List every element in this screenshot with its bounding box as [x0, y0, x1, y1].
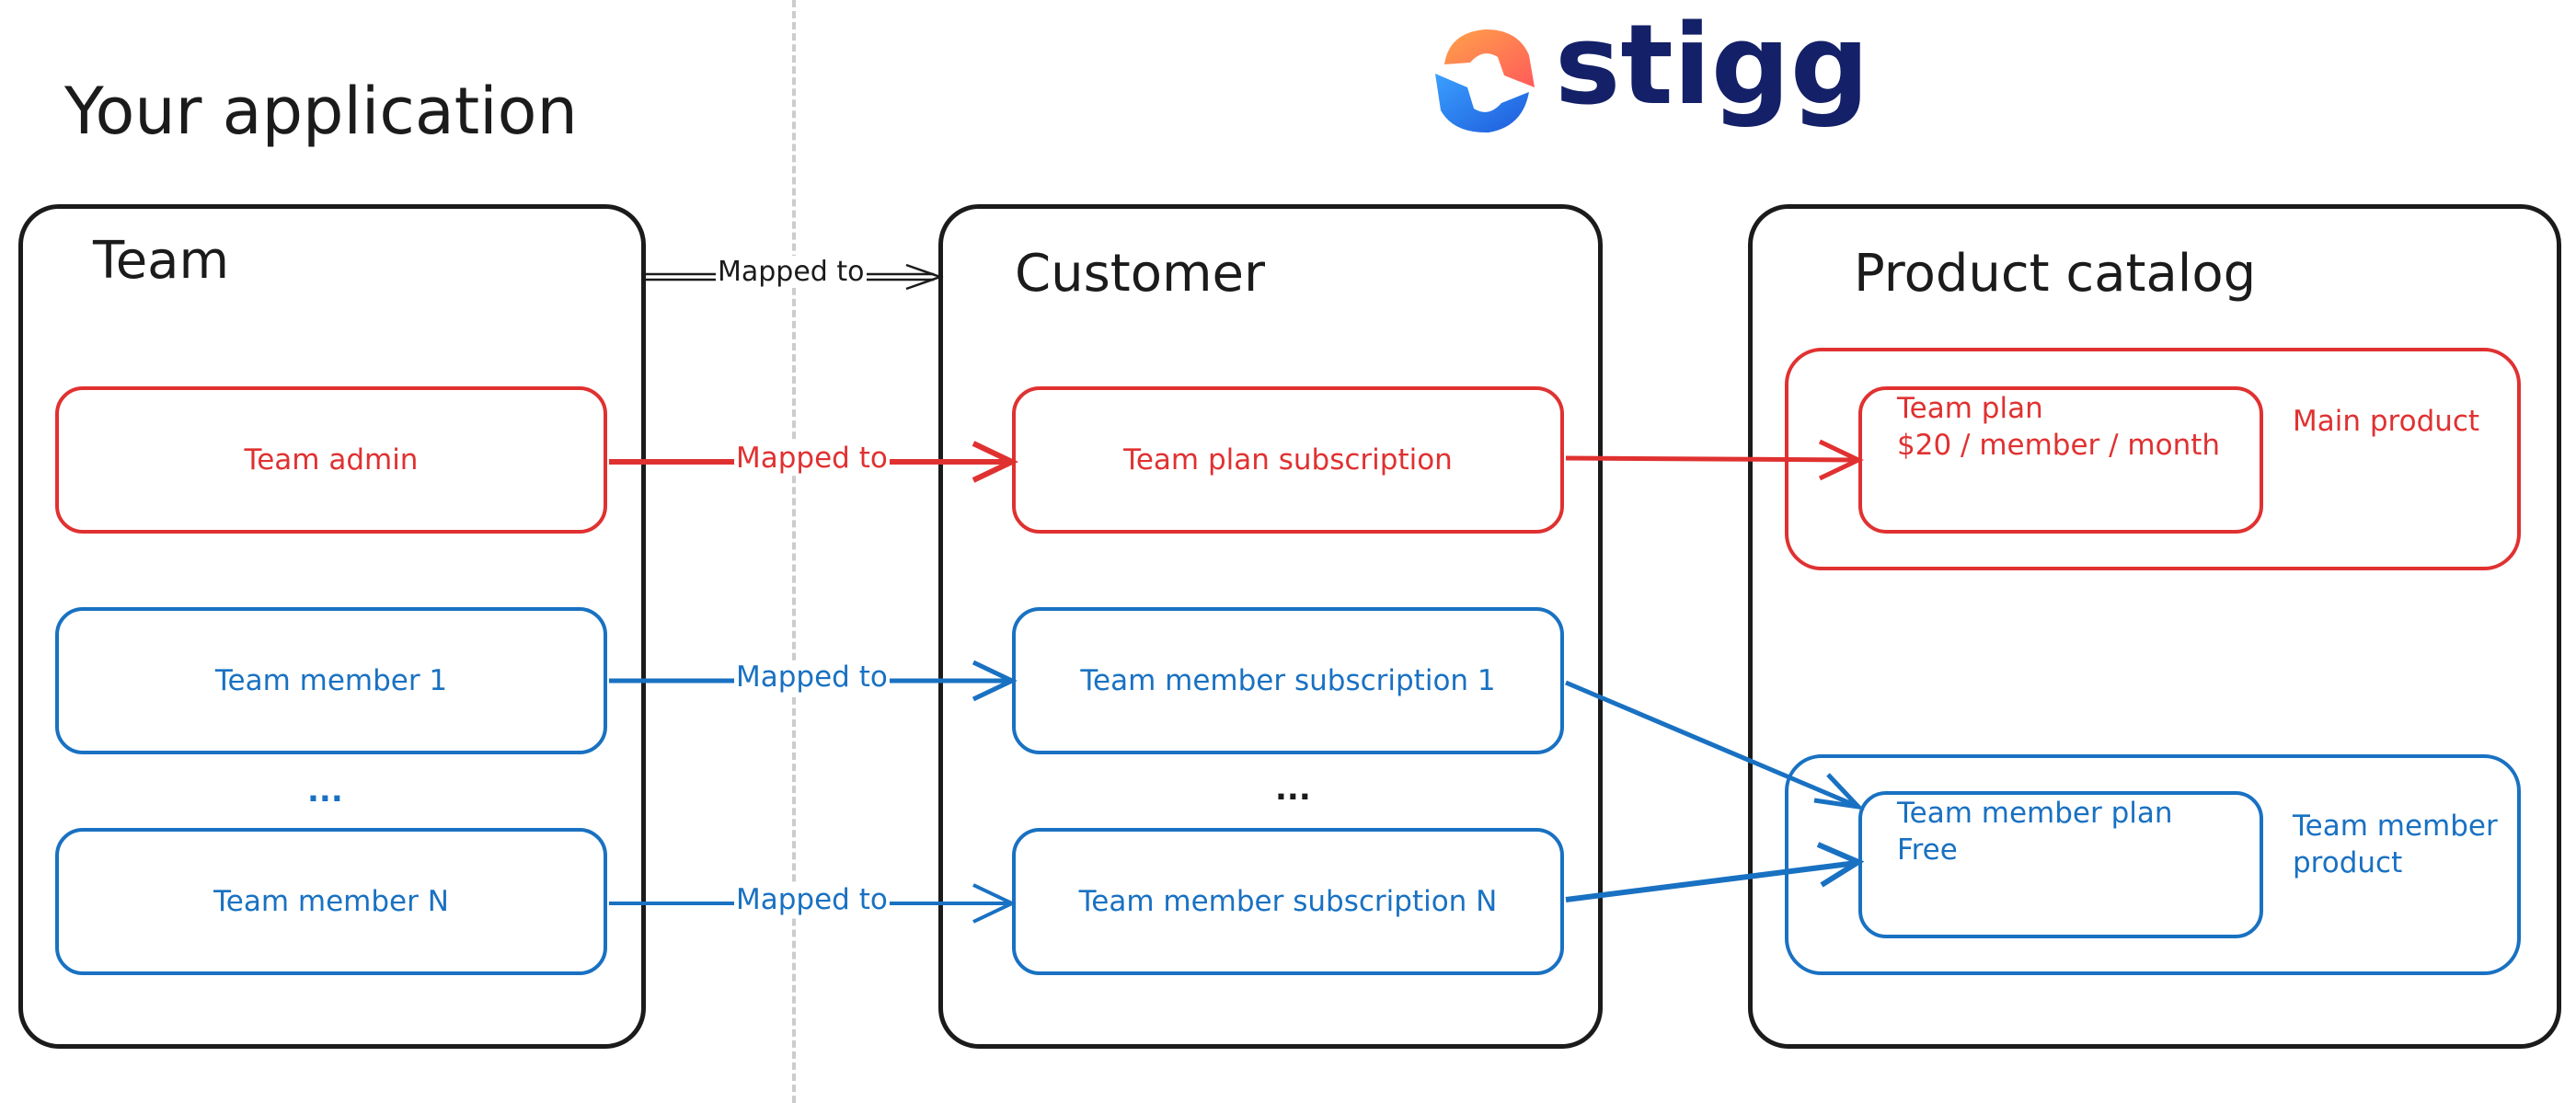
main-product-label: Main product [2293, 405, 2480, 438]
team-plan-name: Team plan [1897, 392, 2043, 425]
product-catalog-panel: Product catalog [1748, 204, 2561, 1049]
team-panel-title: Team [93, 231, 230, 291]
application-heading: Your application [64, 74, 578, 149]
team-plan-subscription-node: Team plan subscription [1012, 386, 1564, 534]
team-member-product-label-line2: product [2293, 846, 2403, 879]
team-admin-node: Team admin [55, 386, 607, 534]
team-member-product-label-line1: Team member [2293, 810, 2498, 843]
edge-label-memberN-to-subN: Mapped to [734, 883, 890, 916]
edge-label-team-to-customer: Mapped to [716, 256, 867, 288]
customer-ellipsis: ... [1275, 771, 1311, 808]
team-member-subscription-n-node: Team member subscription N [1012, 828, 1564, 975]
edge-subscriptionN-to-member-plan [1565, 842, 1865, 902]
team-member-product-label: Team member product [2293, 808, 2498, 881]
team-member-plan-name: Team member plan [1897, 797, 2173, 830]
team-plan-price: $20 / member / month [1897, 429, 2221, 462]
team-plan-node: Team plan $20 / member / month [1858, 386, 2263, 534]
edge-subscription1-to-member-plan [1565, 680, 1865, 810]
team-member-n-node: Team member N [55, 828, 607, 975]
edge-plan-subscription-to-team-plan [1565, 439, 1864, 481]
team-panel: Team [18, 204, 646, 1049]
team-member-1-node: Team member 1 [55, 607, 607, 754]
edge-label-admin-to-plan: Mapped to [734, 442, 890, 475]
stigg-logo-mark-icon [1435, 29, 1535, 133]
stigg-logo-text: stigg [1555, 2, 1869, 130]
section-divider [792, 0, 796, 1103]
team-member-subscription-1-node: Team member subscription 1 [1012, 607, 1564, 754]
team-member-plan-node: Team member plan Free [1858, 791, 2263, 938]
customer-panel-title: Customer [1015, 244, 1266, 304]
customer-panel: Customer [938, 204, 1603, 1049]
team-member-product-group [1785, 754, 2521, 975]
stigg-logo: stigg [1417, 2, 1869, 138]
product-catalog-title: Product catalog [1854, 244, 2257, 304]
team-ellipsis: ... [307, 773, 343, 810]
edge-label-member1-to-sub1: Mapped to [734, 661, 890, 694]
team-member-plan-price: Free [1897, 833, 1958, 867]
